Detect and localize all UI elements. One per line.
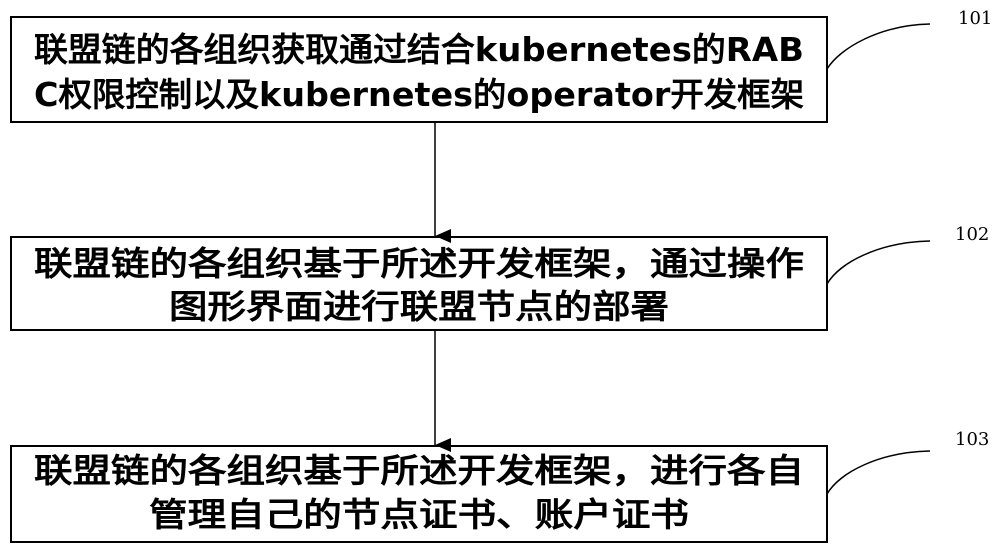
ref-label-103: 103 — [955, 429, 989, 450]
ref-label-101: 101 — [958, 8, 992, 29]
step-103-line-2: 管理自己的节点证书、账户证书 — [149, 495, 689, 534]
step-103: 联盟链的各组织基于所述开发框架，进行各自 管理自己的节点证书、账户证书 — [11, 446, 827, 542]
step-101: 联盟链的各组织获取通过结合kubernetes的RAB C权限控制以及kuber… — [11, 17, 827, 122]
step-102-line-1: 联盟链的各组织基于所述开发框架，通过操作 — [34, 244, 804, 283]
step-103-line-1: 联盟链的各组织基于所述开发框架，进行各自 — [34, 451, 804, 490]
step-101-line-2: C权限控制以及kubernetes的operator开发框架 — [34, 75, 804, 114]
ref-leader-103 — [827, 451, 930, 494]
step-101-line-1: 联盟链的各组织获取通过结合kubernetes的RAB — [34, 30, 804, 69]
step-102-line-2: 图形界面进行联盟节点的部署 — [169, 287, 669, 326]
ref-leader-101 — [827, 24, 930, 69]
step-102: 联盟链的各组织基于所述开发框架，通过操作 图形界面进行联盟节点的部署 — [11, 237, 827, 330]
ref-label-102: 102 — [955, 224, 989, 245]
ref-leader-102 — [827, 241, 930, 284]
